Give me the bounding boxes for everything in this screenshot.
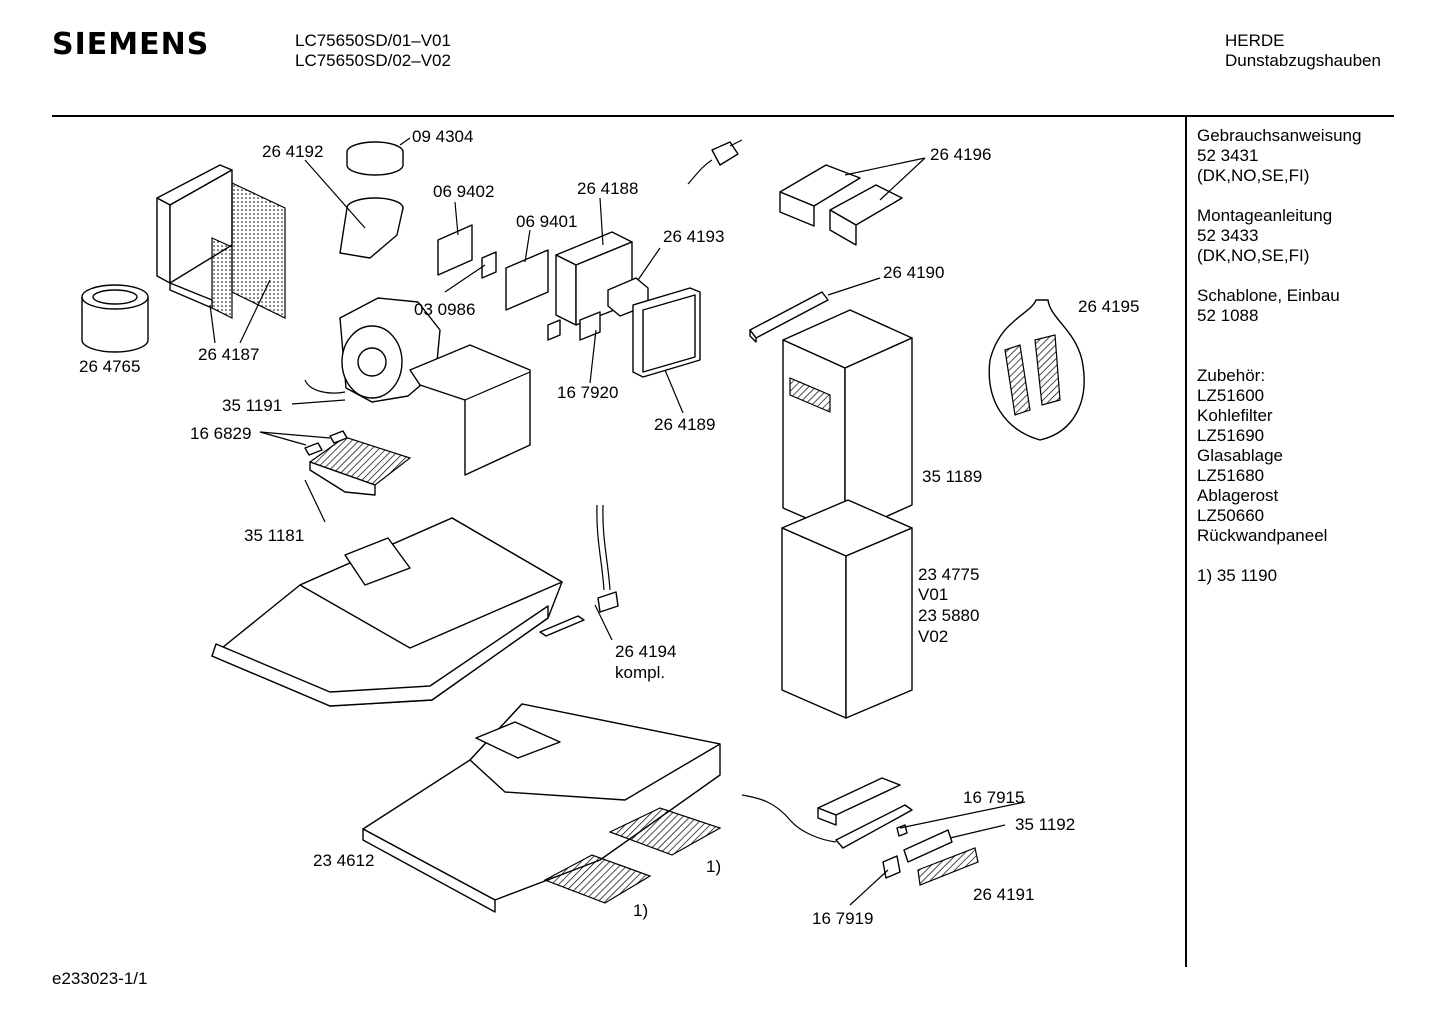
sidebar-line: Kohlefilter [1197,406,1273,425]
sidebar-group-template: Schablone, Einbau 52 1088 [1197,286,1361,326]
exploded-view-diagram [81,137,1085,913]
sidebar-line: 1) 35 1190 [1197,566,1278,585]
sidebar-line: 52 3431 [1197,146,1259,165]
sidebar-group-accessories: Zubehör: LZ51600 Kohlefilter LZ51690 Gla… [1197,366,1361,546]
footnote-marker: 1) [706,857,722,876]
part-label-069401: 06 9401 [516,212,578,231]
header-divider [52,115,1394,117]
sidebar-line: Rückwandpaneel [1197,526,1328,545]
leader-lines [209,137,1026,906]
part-label-264193: 26 4193 [663,227,725,246]
part-label-264188: 26 4188 [577,179,639,198]
control-housing [547,231,649,341]
part-label-235880: 23 5880 [918,606,980,625]
part-label-264189: 26 4189 [654,415,716,434]
sidebar-line: LZ51600 [1197,386,1265,405]
sidebar-info: Gebrauchsanweisung 52 3431 (DK,NO,SE,FI)… [1197,126,1361,606]
part-label-v01: V01 [918,585,949,604]
part-label-069402: 06 9402 [433,182,495,201]
part-label-351181: 35 1181 [244,526,305,545]
part-label-351191: 35 1191 [222,396,283,415]
lower-chimney [781,499,913,719]
model-number-1: LC75650SD/01–V01 [295,31,451,50]
part-label-234612: 23 4612 [313,851,375,870]
lower-hood [362,703,722,913]
sidebar-line: LZ51680 [1197,466,1265,485]
part-label-234775: 23 4775 [918,565,980,584]
part-label-166829: 16 6829 [190,424,252,443]
part-label-167915: 16 7915 [963,788,1025,807]
sidebar-line: (DK,NO,SE,FI) [1197,166,1310,185]
sidebar-line: (DK,NO,SE,FI) [1197,246,1310,265]
part-label-030986: 03 0986 [414,300,476,319]
part-label-264194: 26 4194 [615,642,677,661]
carbon-filter-canister [81,284,149,353]
sidebar-line: Schablone, Einbau [1197,286,1340,305]
circuit-boards [437,224,549,311]
sidebar-line: 52 3433 [1197,226,1259,245]
mounting-plate [409,344,531,476]
duct-adapter [339,141,404,259]
sidebar-line: LZ51690 [1197,426,1265,445]
category-title: HERDE [1225,31,1285,50]
sidebar-group-installation: Montageanleitung 52 3433 (DK,NO,SE,FI) [1197,206,1361,266]
part-label-264187: 26 4187 [198,345,260,364]
part-label-264196: 26 4196 [930,145,992,164]
part-label-351192: 35 1192 [1015,815,1076,834]
part-label-167919: 16 7919 [812,909,874,928]
deflector-plates [779,164,903,246]
wall-bracket [749,291,829,343]
footnote-marker: 1) [633,901,649,920]
part-label-264195: 26 4195 [1078,297,1140,316]
part-label-167920: 16 7920 [557,383,619,402]
sidebar-group-footnote: 1) 35 1190 [1197,566,1361,586]
cover-panel [632,287,701,378]
sidebar-group-manual: Gebrauchsanweisung 52 3431 (DK,NO,SE,FI) [1197,126,1361,186]
grease-filter [304,430,412,496]
part-label-094304: 09 4304 [412,127,474,146]
drawing-code: e233023-1/1 [52,969,148,988]
lighting-assembly [741,777,979,886]
wiring-loom [539,504,619,637]
part-label-264192: 26 4192 [262,142,324,161]
sidebar-line: Gebrauchsanweisung [1197,126,1362,145]
accessory-bag [988,299,1085,441]
part-label-264191: 26 4191 [973,885,1035,904]
filter-box [156,164,286,319]
part-label-kompl: kompl. [615,663,666,682]
sidebar-divider [1185,117,1187,967]
canopy-hood [211,517,563,707]
power-cord [687,139,743,185]
sidebar-line: Glasablage [1197,446,1284,465]
brand-logo: SIEMENS [52,27,210,62]
sidebar-line: Montageanleitung [1197,206,1333,225]
part-label-264765: 26 4765 [79,357,141,376]
sidebar-line: LZ50660 [1197,506,1265,525]
sidebar-line: 52 1088 [1197,306,1259,325]
category-subtitle: Dunstabzugshauben [1225,51,1381,70]
upper-chimney [782,309,913,536]
part-label-351189: 35 1189 [922,467,983,486]
part-label-264190: 26 4190 [883,263,945,282]
part-label-v02: V02 [918,627,949,646]
sidebar-line: Zubehör: [1197,366,1266,385]
model-number-2: LC75650SD/02–V02 [295,51,451,70]
sidebar-line: Ablagerost [1197,486,1279,505]
